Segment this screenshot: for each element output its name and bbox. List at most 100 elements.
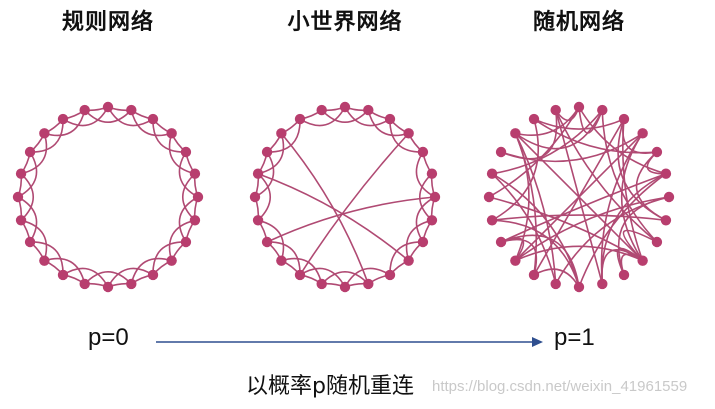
network-edge bbox=[555, 196, 670, 285]
network-edge bbox=[491, 214, 667, 222]
network-node bbox=[417, 236, 429, 248]
network-edge bbox=[152, 241, 186, 275]
random-network bbox=[483, 101, 675, 293]
watermark: https://blog.csdn.net/weixin_41961559 bbox=[432, 378, 688, 395]
rewiring-caption: 以概率p随机重连 bbox=[246, 374, 414, 399]
network-edge bbox=[84, 270, 132, 285]
network-edge bbox=[17, 151, 38, 198]
network-node bbox=[57, 113, 69, 125]
network-node bbox=[126, 104, 137, 116]
network-edge bbox=[20, 133, 48, 175]
network-node bbox=[15, 215, 27, 226]
network-edge bbox=[533, 118, 658, 154]
network-edge bbox=[257, 172, 410, 262]
network-edge bbox=[267, 241, 301, 275]
network-node bbox=[252, 215, 264, 226]
network-edge bbox=[299, 132, 410, 276]
network-edge bbox=[152, 119, 186, 153]
network-edge bbox=[554, 109, 604, 285]
network-node bbox=[597, 278, 608, 290]
network-node bbox=[486, 168, 498, 179]
regular-network bbox=[12, 101, 204, 293]
network-node bbox=[573, 281, 585, 293]
network-edge bbox=[299, 267, 346, 288]
network-node bbox=[663, 191, 675, 203]
network-node bbox=[495, 236, 507, 248]
network-node bbox=[294, 113, 306, 125]
network-node bbox=[486, 215, 498, 226]
network-edge bbox=[107, 106, 154, 127]
network-node bbox=[102, 281, 114, 293]
network-edge bbox=[491, 173, 580, 288]
network-node bbox=[189, 168, 201, 179]
network-node bbox=[384, 269, 396, 281]
network-node bbox=[528, 113, 540, 125]
network-node bbox=[189, 215, 201, 226]
network-edge bbox=[321, 270, 369, 285]
network-node bbox=[276, 128, 287, 139]
network-node bbox=[192, 191, 204, 203]
network-node bbox=[597, 104, 608, 116]
network-edge bbox=[266, 196, 436, 243]
network-edge bbox=[84, 109, 132, 124]
network-edge bbox=[280, 132, 370, 285]
network-node bbox=[39, 255, 50, 266]
network-edge bbox=[389, 241, 423, 275]
network-edge bbox=[257, 219, 285, 261]
network-edge bbox=[515, 106, 580, 137]
network-node bbox=[651, 236, 663, 248]
network-node bbox=[339, 101, 351, 113]
network-edge bbox=[44, 257, 86, 285]
network-node bbox=[403, 128, 414, 139]
network-edge bbox=[20, 219, 48, 261]
network-node bbox=[426, 168, 438, 179]
arrow-head-icon bbox=[532, 337, 543, 347]
network-node bbox=[39, 128, 50, 139]
network-edge bbox=[344, 106, 391, 127]
network-edge bbox=[344, 267, 391, 288]
network-edge bbox=[299, 106, 346, 127]
network-edge bbox=[257, 133, 285, 175]
network-node bbox=[618, 113, 630, 125]
network-edge bbox=[44, 109, 86, 137]
network-node bbox=[24, 236, 36, 248]
network-node bbox=[637, 255, 648, 266]
network-edge bbox=[617, 118, 667, 222]
network-edge bbox=[130, 109, 172, 137]
network-edge bbox=[389, 119, 423, 153]
regular-network-title: 规则网络 bbox=[61, 10, 155, 35]
network-node bbox=[57, 269, 69, 281]
network-node bbox=[495, 146, 507, 158]
network-node bbox=[651, 146, 663, 158]
network-node bbox=[316, 104, 327, 116]
network-edge bbox=[488, 196, 644, 262]
network-edge bbox=[415, 151, 436, 198]
network-node bbox=[249, 191, 261, 203]
network-node bbox=[147, 269, 159, 281]
network-edge bbox=[367, 109, 409, 137]
network-edge bbox=[62, 267, 109, 288]
network-node bbox=[660, 168, 672, 179]
network-edge bbox=[168, 219, 196, 261]
network-edge bbox=[492, 219, 580, 288]
network-node bbox=[660, 215, 672, 226]
network-node bbox=[550, 278, 561, 290]
network-node bbox=[102, 101, 114, 113]
network-edge bbox=[267, 119, 301, 153]
network-edge bbox=[500, 172, 667, 243]
network-node bbox=[12, 191, 24, 203]
network-edge bbox=[181, 173, 196, 221]
network-node bbox=[510, 128, 521, 139]
network-node bbox=[573, 101, 585, 113]
network-node bbox=[618, 269, 630, 281]
network-edge bbox=[107, 267, 154, 288]
network-edge bbox=[281, 257, 323, 285]
network-edge bbox=[20, 173, 35, 221]
network-edge bbox=[415, 196, 436, 243]
network-edge bbox=[30, 119, 64, 153]
network-edge bbox=[514, 133, 538, 276]
network-edge bbox=[257, 173, 272, 221]
network-node bbox=[294, 269, 306, 281]
network-node bbox=[180, 236, 192, 248]
